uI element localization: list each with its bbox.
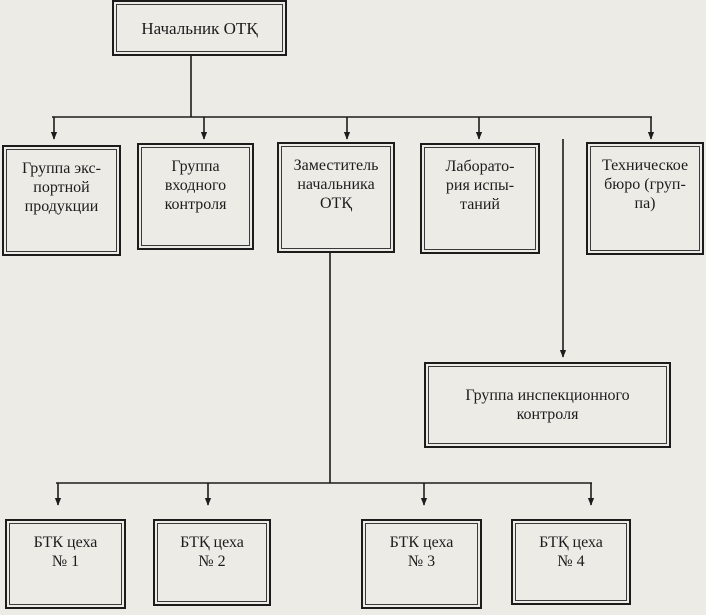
- tech-bureau-box: Техническое бюро (груп- па): [586, 142, 704, 255]
- head-box: Начальник ОТҚ: [112, 0, 287, 56]
- shop-2-box: БТҚ цеха № 2: [153, 519, 271, 606]
- shop-2-label: БТҚ цеха № 2: [180, 534, 244, 570]
- head-label: Начальник ОТҚ: [141, 18, 258, 38]
- incoming-group-box: Группа входного контроля: [137, 143, 254, 250]
- shop-4-label: БТҚ цеха № 4: [539, 534, 603, 570]
- incoming-group-label: Группа входного контроля: [164, 158, 227, 213]
- inspection-group-box: Группа инспекционного контроля: [424, 362, 671, 448]
- shop-4-box: БТҚ цеха № 4: [511, 519, 631, 605]
- shop-3-box: БТК цеха № 3: [361, 519, 482, 609]
- shop-1-box: БТК цеха № 1: [5, 519, 126, 609]
- export-group-label: Группа экс- портной продукции: [22, 160, 101, 215]
- laboratory-label: Лаборато- рия испы- таний: [445, 158, 515, 213]
- inspection-group-label: Группа инспекционного контроля: [465, 387, 630, 423]
- deputy-box: Заместитель начальника ОТҚ: [277, 142, 395, 253]
- shop-1-label: БТК цеха № 1: [33, 534, 98, 570]
- export-group-box: Группа экс- портной продукции: [2, 145, 121, 256]
- tech-bureau-label: Техническое бюро (груп- па): [601, 157, 689, 212]
- deputy-label: Заместитель начальника ОТҚ: [293, 157, 379, 212]
- laboratory-box: Лаборато- рия испы- таний: [420, 143, 540, 254]
- shop-3-label: БТК цеха № 3: [389, 534, 454, 570]
